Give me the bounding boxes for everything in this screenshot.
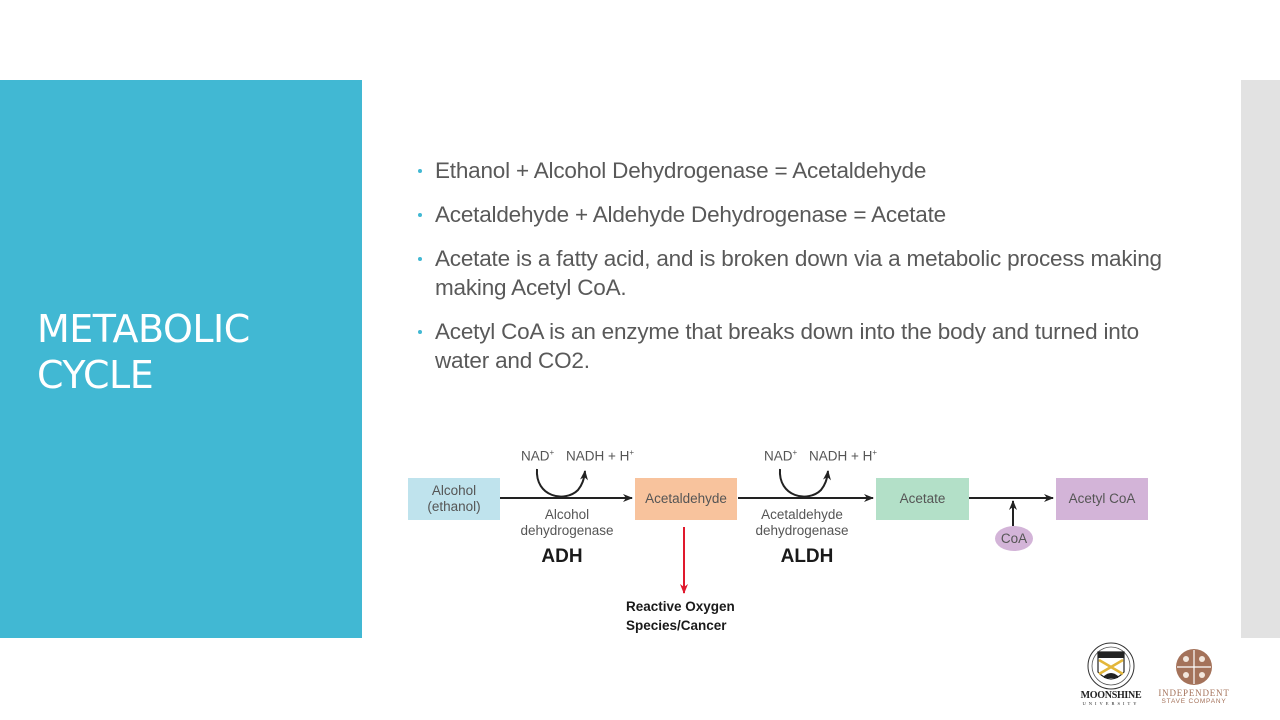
title-line-1: METABOLIC	[37, 307, 250, 351]
node-acetyl-coa-label: Acetyl CoA	[1068, 491, 1136, 506]
node-acetate-label: Acetate	[899, 491, 946, 506]
bullet-list: Ethanol + Alcohol Dehydrogenase = Acetal…	[416, 156, 1176, 390]
metabolism-diagram: Alcohol(ethanol) Acetaldehyde Acetate Ac…	[400, 435, 1160, 645]
cofactor-nad-1: NAD+	[521, 448, 555, 464]
bullet-icon	[418, 169, 422, 173]
slide-title: METABOLIC CYCLE	[37, 306, 250, 398]
independent-stave-logo: INDEPENDENT STAVE COMPANY	[1152, 646, 1236, 708]
node-acetate: Acetate	[876, 478, 969, 520]
cofactor-nad-2: NAD+	[764, 448, 798, 464]
node-alcohol: Alcohol(ethanol)	[408, 478, 500, 520]
bullet-text: Acetyl CoA is an enzyme that breaks down…	[435, 319, 1139, 373]
node-coa: CoA	[995, 526, 1033, 551]
cofactor-curve-aldh	[778, 468, 831, 498]
node-alcohol-line2: (ethanol)	[427, 499, 481, 514]
bullet-item: Ethanol + Alcohol Dehydrogenase = Acetal…	[416, 156, 1176, 185]
bullet-text: Ethanol + Alcohol Dehydrogenase = Acetal…	[435, 158, 927, 183]
bullet-icon	[418, 213, 422, 217]
cofactor-nadh-1: NADH + H+	[566, 448, 635, 464]
title-line-2: CYCLE	[37, 353, 154, 397]
moonshine-logo-sub: UNIVERSITY	[1082, 701, 1140, 706]
cofactor-curve-adh	[535, 468, 588, 498]
node-alcohol-line1: Alcohol	[431, 483, 477, 498]
node-acetaldehyde-label: Acetaldehyde	[645, 491, 727, 506]
cofactor-nadh-2: NADH + H+	[809, 448, 878, 464]
diagram-arrows	[500, 468, 1054, 594]
bullet-text: Acetate is a fatty acid, and is broken d…	[435, 246, 1162, 300]
right-decorative-strip	[1241, 80, 1280, 638]
stave-logo-name: INDEPENDENT	[1158, 688, 1230, 698]
node-acetyl-coa: Acetyl CoA	[1056, 478, 1148, 520]
bullet-icon	[418, 257, 422, 261]
node-coa-label: CoA	[1000, 530, 1028, 546]
bullet-item: Acetate is a fatty acid, and is broken d…	[416, 244, 1176, 302]
moonshine-crest-icon	[1087, 642, 1135, 690]
moonshine-university-logo: MOONSHINE UNIVERSITY	[1078, 642, 1144, 708]
title-panel	[0, 80, 362, 638]
stave-logo-sub: STAVE COMPANY	[1161, 698, 1227, 705]
bullet-item: Acetyl CoA is an enzyme that breaks down…	[416, 317, 1176, 375]
moonshine-logo-name: MOONSHINE	[1080, 690, 1142, 701]
enzyme-abbr-adh: ADH	[541, 546, 583, 567]
bullet-text: Acetaldehyde + Aldehyde Dehydrogenase = …	[435, 202, 946, 227]
bullet-icon	[418, 330, 422, 334]
node-acetaldehyde: Acetaldehyde	[635, 478, 737, 520]
stave-company-emblem-icon	[1176, 649, 1212, 685]
bullet-item: Acetaldehyde + Aldehyde Dehydrogenase = …	[416, 200, 1176, 229]
enzyme-abbr-aldh: ALDH	[780, 546, 834, 567]
